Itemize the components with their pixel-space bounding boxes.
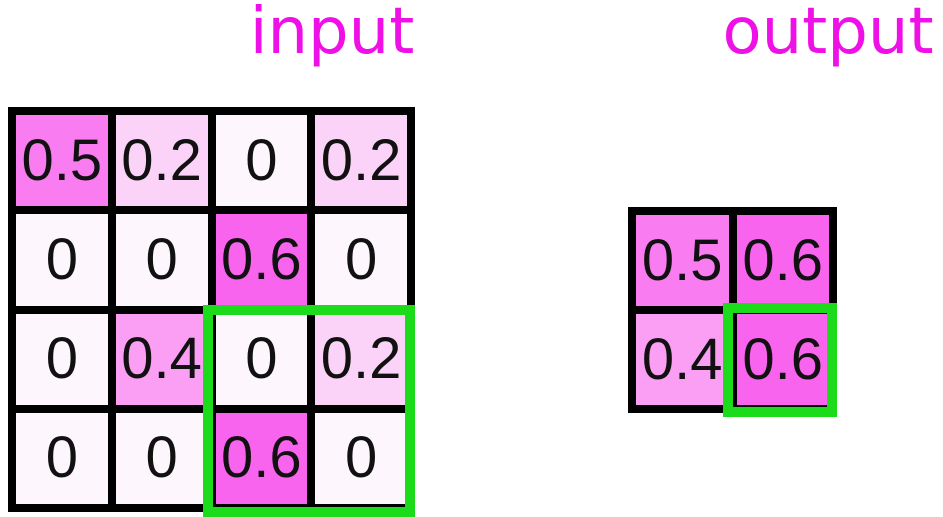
input-title: input <box>249 0 415 69</box>
input-cell-r2c3: 0.2 <box>315 313 407 405</box>
input-cell-r3c0: 0 <box>16 412 108 504</box>
input-cell-r1c1: 0 <box>115 214 208 306</box>
input-cell-r0c2: 0 <box>215 115 308 207</box>
input-cell-r0c1: 0.2 <box>115 115 208 207</box>
output-title: output <box>722 0 934 69</box>
output-cell-r0c1: 0.6 <box>736 215 829 306</box>
input-cell-r2c2: 0 <box>215 313 308 405</box>
input-cell-r3c1: 0 <box>115 412 208 504</box>
output-cell-r1c0: 0.4 <box>636 314 729 405</box>
input-cell-r0c0: 0.5 <box>16 115 108 207</box>
input-cell-r1c2: 0.6 <box>215 214 308 306</box>
input-cell-r2c1: 0.4 <box>115 313 208 405</box>
input-cell-r0c3: 0.2 <box>315 115 407 207</box>
input-cell-r3c3: 0 <box>315 412 407 504</box>
input-grid: 0.5 0.2 0 0.2 0 0 0.6 0 0 0.4 0 0.2 0 0 … <box>8 107 415 512</box>
input-cell-r3c2: 0.6 <box>215 412 308 504</box>
output-cell-r1c1: 0.6 <box>736 314 829 405</box>
input-cell-r1c0: 0 <box>16 214 108 306</box>
output-grid: 0.5 0.6 0.4 0.6 <box>628 207 837 413</box>
input-cell-r1c3: 0 <box>315 214 407 306</box>
output-cell-r0c0: 0.5 <box>636 215 729 306</box>
input-cell-r2c0: 0 <box>16 313 108 405</box>
